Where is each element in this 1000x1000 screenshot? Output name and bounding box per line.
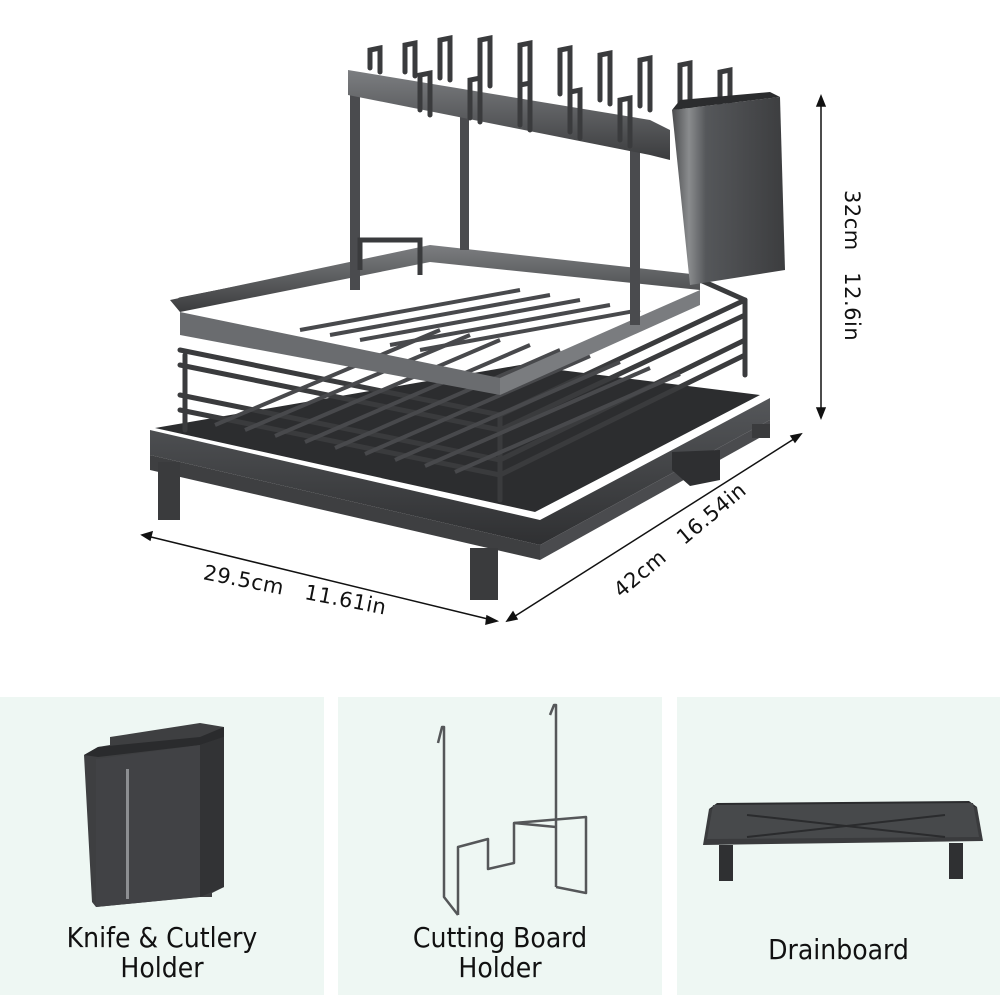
drain-tray-icon (703, 801, 983, 881)
component-panel-cutting-board-holder: Cutting Board Holder (338, 697, 662, 995)
component-caption: Knife & Cutlery Holder (0, 923, 324, 983)
height-dimension-label: 32cm 12.6in (840, 190, 864, 342)
component-panel-drainboard: Drainboard (677, 697, 1000, 995)
component-caption: Drainboard (677, 935, 1000, 965)
wire-hook-icon (436, 703, 588, 916)
caption-line-1: Knife & Cutlery (66, 921, 258, 954)
caption-line-1: Cutting Board (412, 921, 588, 954)
component-caption: Cutting Board Holder (338, 923, 662, 983)
component-panel-knife-cutlery-holder: Knife & Cutlery Holder (0, 697, 324, 995)
caption-line-1: Drainboard (768, 933, 909, 966)
caption-line-2: Holder (120, 951, 204, 984)
caption-line-2: Holder (458, 951, 542, 984)
cutlery-cup-icon (84, 723, 224, 907)
dish-rack-icon (140, 34, 827, 626)
product-illustration: 32cm 12.6in 29.5cm 11.61in 42cm 16.54in (140, 34, 864, 626)
component-panels: Knife & Cutlery Holder Cutting Board Hol… (0, 697, 1000, 997)
